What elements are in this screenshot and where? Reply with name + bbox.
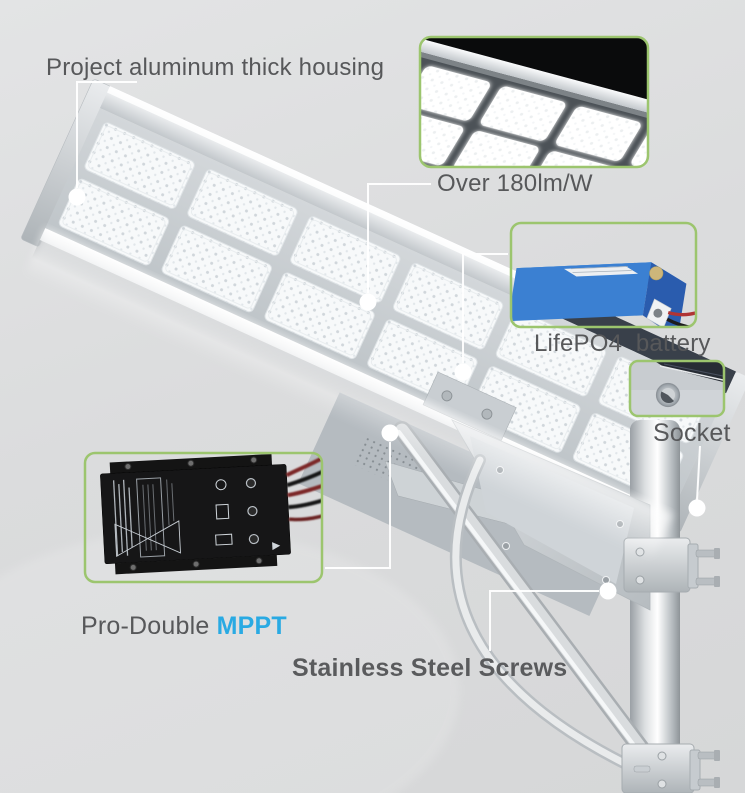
battery-wire-black — [666, 317, 695, 326]
screws-callout-dot — [599, 582, 617, 600]
led-callout-line — [367, 183, 431, 293]
led-callout-dot — [359, 293, 377, 311]
ambient-glow — [0, 530, 460, 793]
socket-callout-label: Socket — [653, 419, 731, 447]
socket-callout-line — [696, 445, 701, 501]
lamp-terminal-icon — [215, 479, 227, 491]
mppt-label-accent: MPPT — [216, 612, 287, 640]
controller-wires — [285, 455, 321, 522]
controller-print-text — [112, 479, 133, 557]
battery-callout-line — [462, 253, 508, 363]
mppt-label-prefix: Pro-Double — [81, 612, 217, 640]
support-arms — [393, 421, 657, 772]
battery-callout-label: LifePO4 battery — [534, 330, 711, 357]
lamp-glow — [23, 228, 673, 562]
mppt-callout-line — [325, 442, 391, 569]
led-efficiency-callout-label: Over 180lm/W — [437, 170, 593, 197]
mppt-callout-dot — [381, 424, 399, 442]
battery-callout-dot — [454, 363, 472, 381]
pole — [630, 420, 680, 793]
callout-lines — [76, 81, 701, 651]
housing-callout-dot — [68, 188, 86, 206]
battery-image — [509, 221, 698, 329]
screws-callout-line — [489, 590, 599, 651]
socket-callout-dot — [688, 499, 706, 517]
battery-terminal-icon — [215, 533, 233, 546]
housing-callout-line — [76, 81, 137, 188]
controller-ribbon-graphic — [114, 523, 149, 558]
socket-image — [628, 359, 726, 418]
lower-pole-clamp — [621, 743, 720, 793]
led-closeup-image — [418, 35, 650, 169]
housing-callout-label: Project aluminum thick housing — [46, 54, 385, 81]
mppt-callout-label: Pro-Double MPPT — [81, 612, 287, 641]
battery-gold-seal — [649, 266, 664, 281]
housing-right-endcap — [666, 372, 745, 532]
callout-dots — [68, 188, 706, 600]
mppt-controller-image — [83, 451, 324, 584]
panel-terminal-icon — [215, 503, 230, 520]
screws-callout-label: Stainless Steel Screws — [292, 654, 568, 682]
battery-wire-red — [667, 306, 695, 317]
